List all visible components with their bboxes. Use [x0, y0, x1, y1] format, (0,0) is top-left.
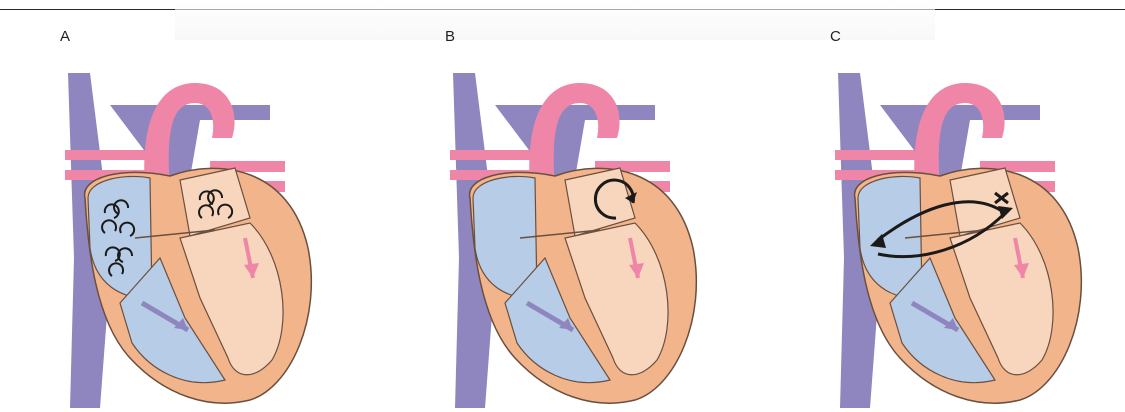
- panel-label-a: A: [60, 28, 70, 45]
- panel-label-c: C: [830, 28, 841, 45]
- heart-base: [450, 73, 696, 408]
- panel-c: C: [830, 28, 1125, 408]
- panel-b: B: [445, 28, 745, 408]
- heart-base: [835, 73, 1081, 408]
- pulmonary-vein: [65, 150, 145, 160]
- panel-label-b: B: [445, 28, 455, 45]
- heart-diagram-c: [830, 58, 1100, 408]
- heart-diagram-a: [60, 58, 330, 408]
- heart-base: [65, 73, 311, 408]
- heart-diagram-b: [445, 58, 715, 408]
- pulmonary-vein: [450, 150, 530, 160]
- pulmonary-vein: [835, 150, 915, 160]
- panel-a: A: [60, 28, 360, 408]
